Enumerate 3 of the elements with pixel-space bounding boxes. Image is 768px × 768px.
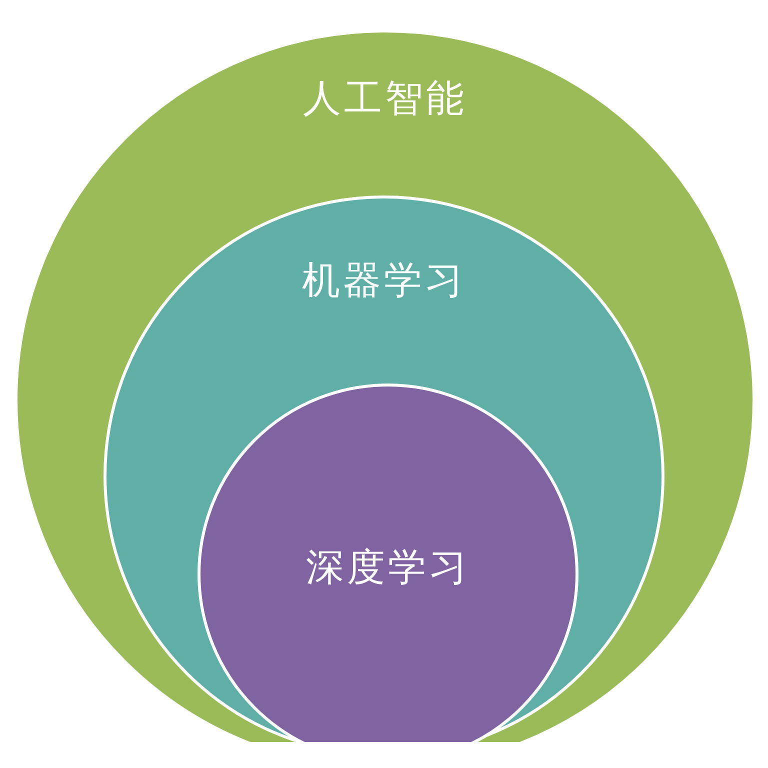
circle-label: 深度学习 xyxy=(306,545,470,591)
circle-label: 机器学习 xyxy=(302,258,466,304)
circle-label: 人工智能 xyxy=(303,76,467,122)
